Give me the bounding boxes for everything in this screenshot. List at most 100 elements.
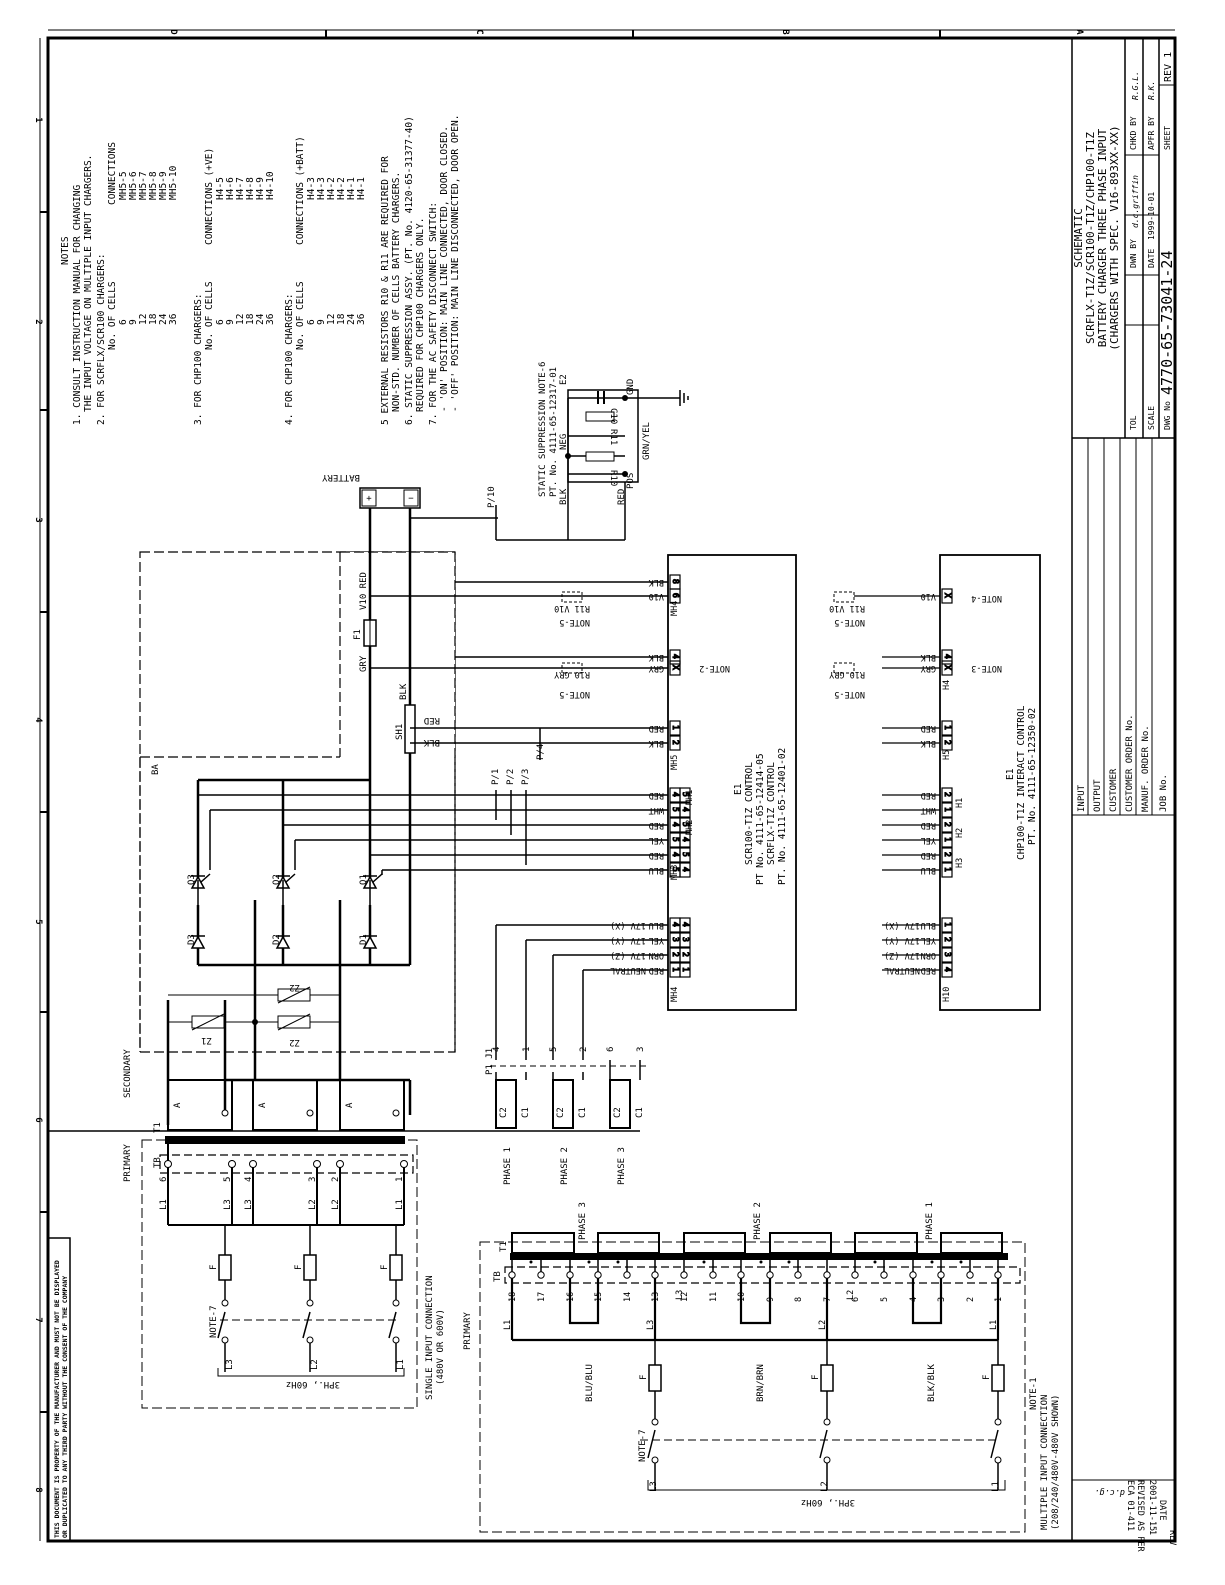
tb-date-val: 1999-10-01 bbox=[1147, 192, 1156, 240]
cells-n3-5: 36 bbox=[265, 313, 276, 325]
q2-label: Q2 bbox=[272, 874, 282, 885]
multi-tb-terminal-2 bbox=[966, 1271, 974, 1279]
h1-3-pin-label-2: 2 bbox=[943, 822, 952, 827]
multi-switch-top-2 bbox=[994, 1418, 1002, 1426]
tb-terminal-label-0: 6 bbox=[159, 1177, 169, 1182]
ct-pin-5: 3 bbox=[636, 1047, 646, 1052]
tb-terminal-label-5: 1 bbox=[395, 1177, 405, 1182]
multi-l-mid-1: L2 bbox=[846, 1290, 856, 1300]
multi-l3: L3 bbox=[649, 1481, 659, 1492]
h1-3-pin-label-1: 1 bbox=[943, 807, 952, 812]
static-gnd: GND bbox=[626, 379, 636, 395]
gry-label: GRY bbox=[359, 655, 369, 672]
rev-by: d.c.g. bbox=[1094, 1487, 1125, 1497]
cells-n2-1: 9 bbox=[128, 319, 139, 325]
zone-1: 1 bbox=[33, 117, 43, 122]
conn-n4-0: H4-3 bbox=[306, 177, 317, 200]
static-c10: C10 bbox=[608, 408, 618, 424]
scr-w-blk3: BLK bbox=[648, 738, 664, 748]
ct-coil-1: C1 bbox=[521, 1107, 531, 1118]
mh4-ac-pin-label-1: 3 bbox=[671, 937, 680, 942]
mh1-3b-pin-0 bbox=[679, 787, 691, 803]
cells-n4-1: 9 bbox=[316, 319, 327, 325]
h10-pin-2 bbox=[941, 947, 953, 963]
scr-ac-wire-1: YEL bbox=[649, 935, 664, 945]
multi-switch-blade-1 bbox=[819, 1429, 828, 1459]
h5-pin-1 bbox=[941, 735, 953, 751]
z2b-label: Z2 bbox=[289, 1037, 300, 1047]
multi-switch-blade-2 bbox=[990, 1429, 999, 1459]
tb-row-input: INPUT bbox=[1077, 784, 1087, 812]
e1-chp-line2: PT. No. 4111-65-12350-02 bbox=[1027, 708, 1038, 845]
multi-caption-2: MULTIPLE INPUT CONNECTION bbox=[1040, 1395, 1050, 1530]
h1-3-pin-label-4: 2 bbox=[943, 852, 952, 857]
d1-label: D1 bbox=[359, 934, 369, 945]
tb-terminal-label-1: 5 bbox=[223, 1177, 233, 1182]
mh4-pin-1 bbox=[669, 588, 681, 604]
h10-pin-0 bbox=[941, 917, 953, 933]
h1-3-pin-4 bbox=[941, 847, 953, 863]
conn-n3-4: H4-9 bbox=[255, 177, 266, 200]
h4-pin-1 bbox=[941, 660, 953, 676]
multi-tb-terminal-18 bbox=[508, 1271, 516, 1279]
multi-link-2 bbox=[911, 1278, 943, 1325]
svg-text:−: − bbox=[408, 494, 414, 504]
single-caption-1: SINGLE INPUT CONNECTION bbox=[425, 1275, 435, 1400]
scr-ac-label-3: NEUTRAL bbox=[610, 965, 646, 975]
secondary-dot-1 bbox=[306, 1109, 314, 1117]
tb-line-label-0: L1 bbox=[159, 1199, 169, 1210]
property-notice-line1: THIS DOCUMENT IS PROPERTY OF THE MANUFAC… bbox=[53, 1260, 61, 1538]
input-fuse-l1 bbox=[389, 1254, 403, 1281]
mh4-pin-label-0: 8 bbox=[671, 579, 680, 584]
resistor-r11 bbox=[585, 411, 615, 422]
chp-note3: NOTE-3 bbox=[971, 663, 1002, 673]
mh1-3b-pin-3 bbox=[679, 832, 691, 848]
tb-line-label-1: L3 bbox=[223, 1199, 233, 1210]
tb-terminal-label-2: 4 bbox=[244, 1177, 254, 1182]
wire-blu-blu: BLU/BLU bbox=[585, 1364, 595, 1402]
secondary-dot-2 bbox=[392, 1109, 400, 1117]
e1-scr-line1: SCR100-T1Z CONTROL bbox=[744, 762, 755, 865]
p4-label: P/4 bbox=[536, 744, 546, 760]
static-neg: NEG bbox=[559, 434, 569, 450]
cells-n3-4: 24 bbox=[255, 313, 266, 325]
conn-n3-0: H4-5 bbox=[215, 177, 226, 200]
scr-w-v10: V10 bbox=[649, 591, 664, 601]
tb-terminal-label-4: 2 bbox=[331, 1177, 341, 1182]
p1-label: P/1 bbox=[491, 769, 501, 785]
zone-2: 2 bbox=[33, 319, 43, 324]
multi-polarity-3 bbox=[702, 1260, 706, 1264]
multi-tb-terminal-13 bbox=[651, 1271, 659, 1279]
static-red: RED bbox=[617, 489, 627, 505]
tb-dwn-by: DWN BY bbox=[1129, 239, 1138, 268]
zone-6: 6 bbox=[33, 1117, 43, 1122]
q3-label: Q3 bbox=[187, 874, 197, 885]
q1-label: Q1 bbox=[359, 874, 369, 885]
scr-ac-wire-3: RED bbox=[649, 965, 664, 975]
mh4-ac-pin-label-2: 2 bbox=[671, 952, 680, 957]
multi-switch-bot-2 bbox=[994, 1456, 1002, 1464]
note-2-cells-header: No. OF CELLS bbox=[107, 281, 118, 350]
tb-line-label-5: L1 bbox=[395, 1199, 405, 1210]
h4-top-pin-label-0: X bbox=[943, 593, 952, 598]
tb-line-label-2: L3 bbox=[244, 1199, 254, 1210]
multi-caption-1: NOTE-1 bbox=[1029, 1377, 1039, 1410]
title-block: INPUT OUTPUT CUSTOMER CUSTOMER ORDER No.… bbox=[1071, 38, 1176, 1542]
title-line-3: BATTERY CHARGER THREE PHASE INPUT bbox=[1096, 128, 1109, 347]
ct-coil-5: C1 bbox=[635, 1107, 645, 1118]
static-p10: P/10 bbox=[487, 486, 497, 508]
z1-label: Z1 bbox=[201, 1035, 212, 1045]
e1-scr-line2: PT No. 4111-65-12414-05 bbox=[755, 753, 766, 885]
blk-label: BLK bbox=[399, 683, 409, 700]
chp-labels: V10BLKGRYREDBLKREDWHTREDYELREDBLUBLUYELO… bbox=[829, 591, 1002, 1002]
scr-ac-wire-2: ORN bbox=[649, 950, 664, 960]
mh1-3-pin-label-0: 4 bbox=[671, 792, 680, 797]
zone-d: D bbox=[168, 29, 178, 35]
h5-pin-0 bbox=[941, 720, 953, 736]
svg-text:+: + bbox=[366, 494, 372, 504]
mh1-3-pin-label-3: 5 bbox=[671, 837, 680, 842]
cells-n2-2: 12 bbox=[138, 314, 149, 325]
mh1-3-pin-label-1: 5 bbox=[671, 807, 680, 812]
